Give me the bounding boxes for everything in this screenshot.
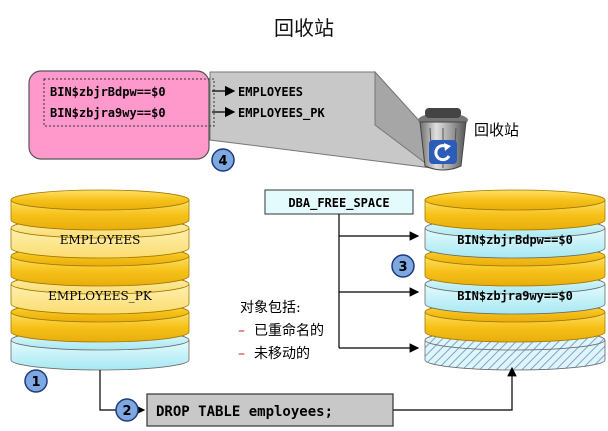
notes-item: 未移动的 <box>254 346 310 362</box>
step-number: 4 <box>218 154 227 169</box>
original-name: EMPLOYEES_PK <box>238 106 325 121</box>
notes-bullet: – <box>238 323 245 339</box>
free-space-label: DBA_FREE_SPACE <box>288 196 389 211</box>
trash-can-icon <box>418 108 468 171</box>
bin-name: BIN$zbjra9wy==$0 <box>50 106 166 120</box>
step-number: 2 <box>122 404 131 419</box>
right-tablespace-stack: BIN$zbjrBdpw==$0 BIN$zbjra9wy==$0 <box>424 189 606 371</box>
command-box <box>146 393 394 427</box>
step-number: 3 <box>398 260 407 275</box>
band-label: BIN$zbjrBdpw==$0 <box>457 233 573 247</box>
notes-heading: 对象包括: <box>240 300 301 316</box>
band-label: EMPLOYEES <box>60 233 141 247</box>
bin-name: BIN$zbjrBdpw==$0 <box>50 85 166 99</box>
step-badge: 2 <box>115 398 139 422</box>
step-badge: 1 <box>24 369 48 393</box>
recycle-bin-label: 回收站 <box>474 121 519 139</box>
band <box>10 189 190 211</box>
original-name: EMPLOYEES <box>238 85 303 99</box>
command-text: DROP TABLE employees; <box>156 404 333 420</box>
free-space-box <box>264 189 414 215</box>
band-label: BIN$zbjra9wy==$0 <box>457 289 573 303</box>
recycle-bin-entry: BIN$zbjra9wy==$0 EMPLOYEES_PK <box>50 106 325 121</box>
band <box>424 189 606 211</box>
step-number: 1 <box>31 375 40 390</box>
recycle-bin-dotted-frame <box>43 78 215 127</box>
page-title: 回收站 <box>274 16 334 40</box>
notes-bullet: – <box>238 346 245 362</box>
recycle-bin-entry: BIN$zbjrBdpw==$0 EMPLOYEES <box>50 85 303 99</box>
step-badge: 3 <box>391 254 415 278</box>
recycle-bin-box <box>28 70 210 160</box>
band-label: EMPLOYEES_PK <box>48 289 153 303</box>
free-space-connectors <box>338 214 420 353</box>
notes-item: 已重命名的 <box>254 322 324 339</box>
left-tablespace-stack: EMPLOYEES EMPLOYEES_PK <box>10 189 190 371</box>
step-badge: 4 <box>211 148 235 172</box>
